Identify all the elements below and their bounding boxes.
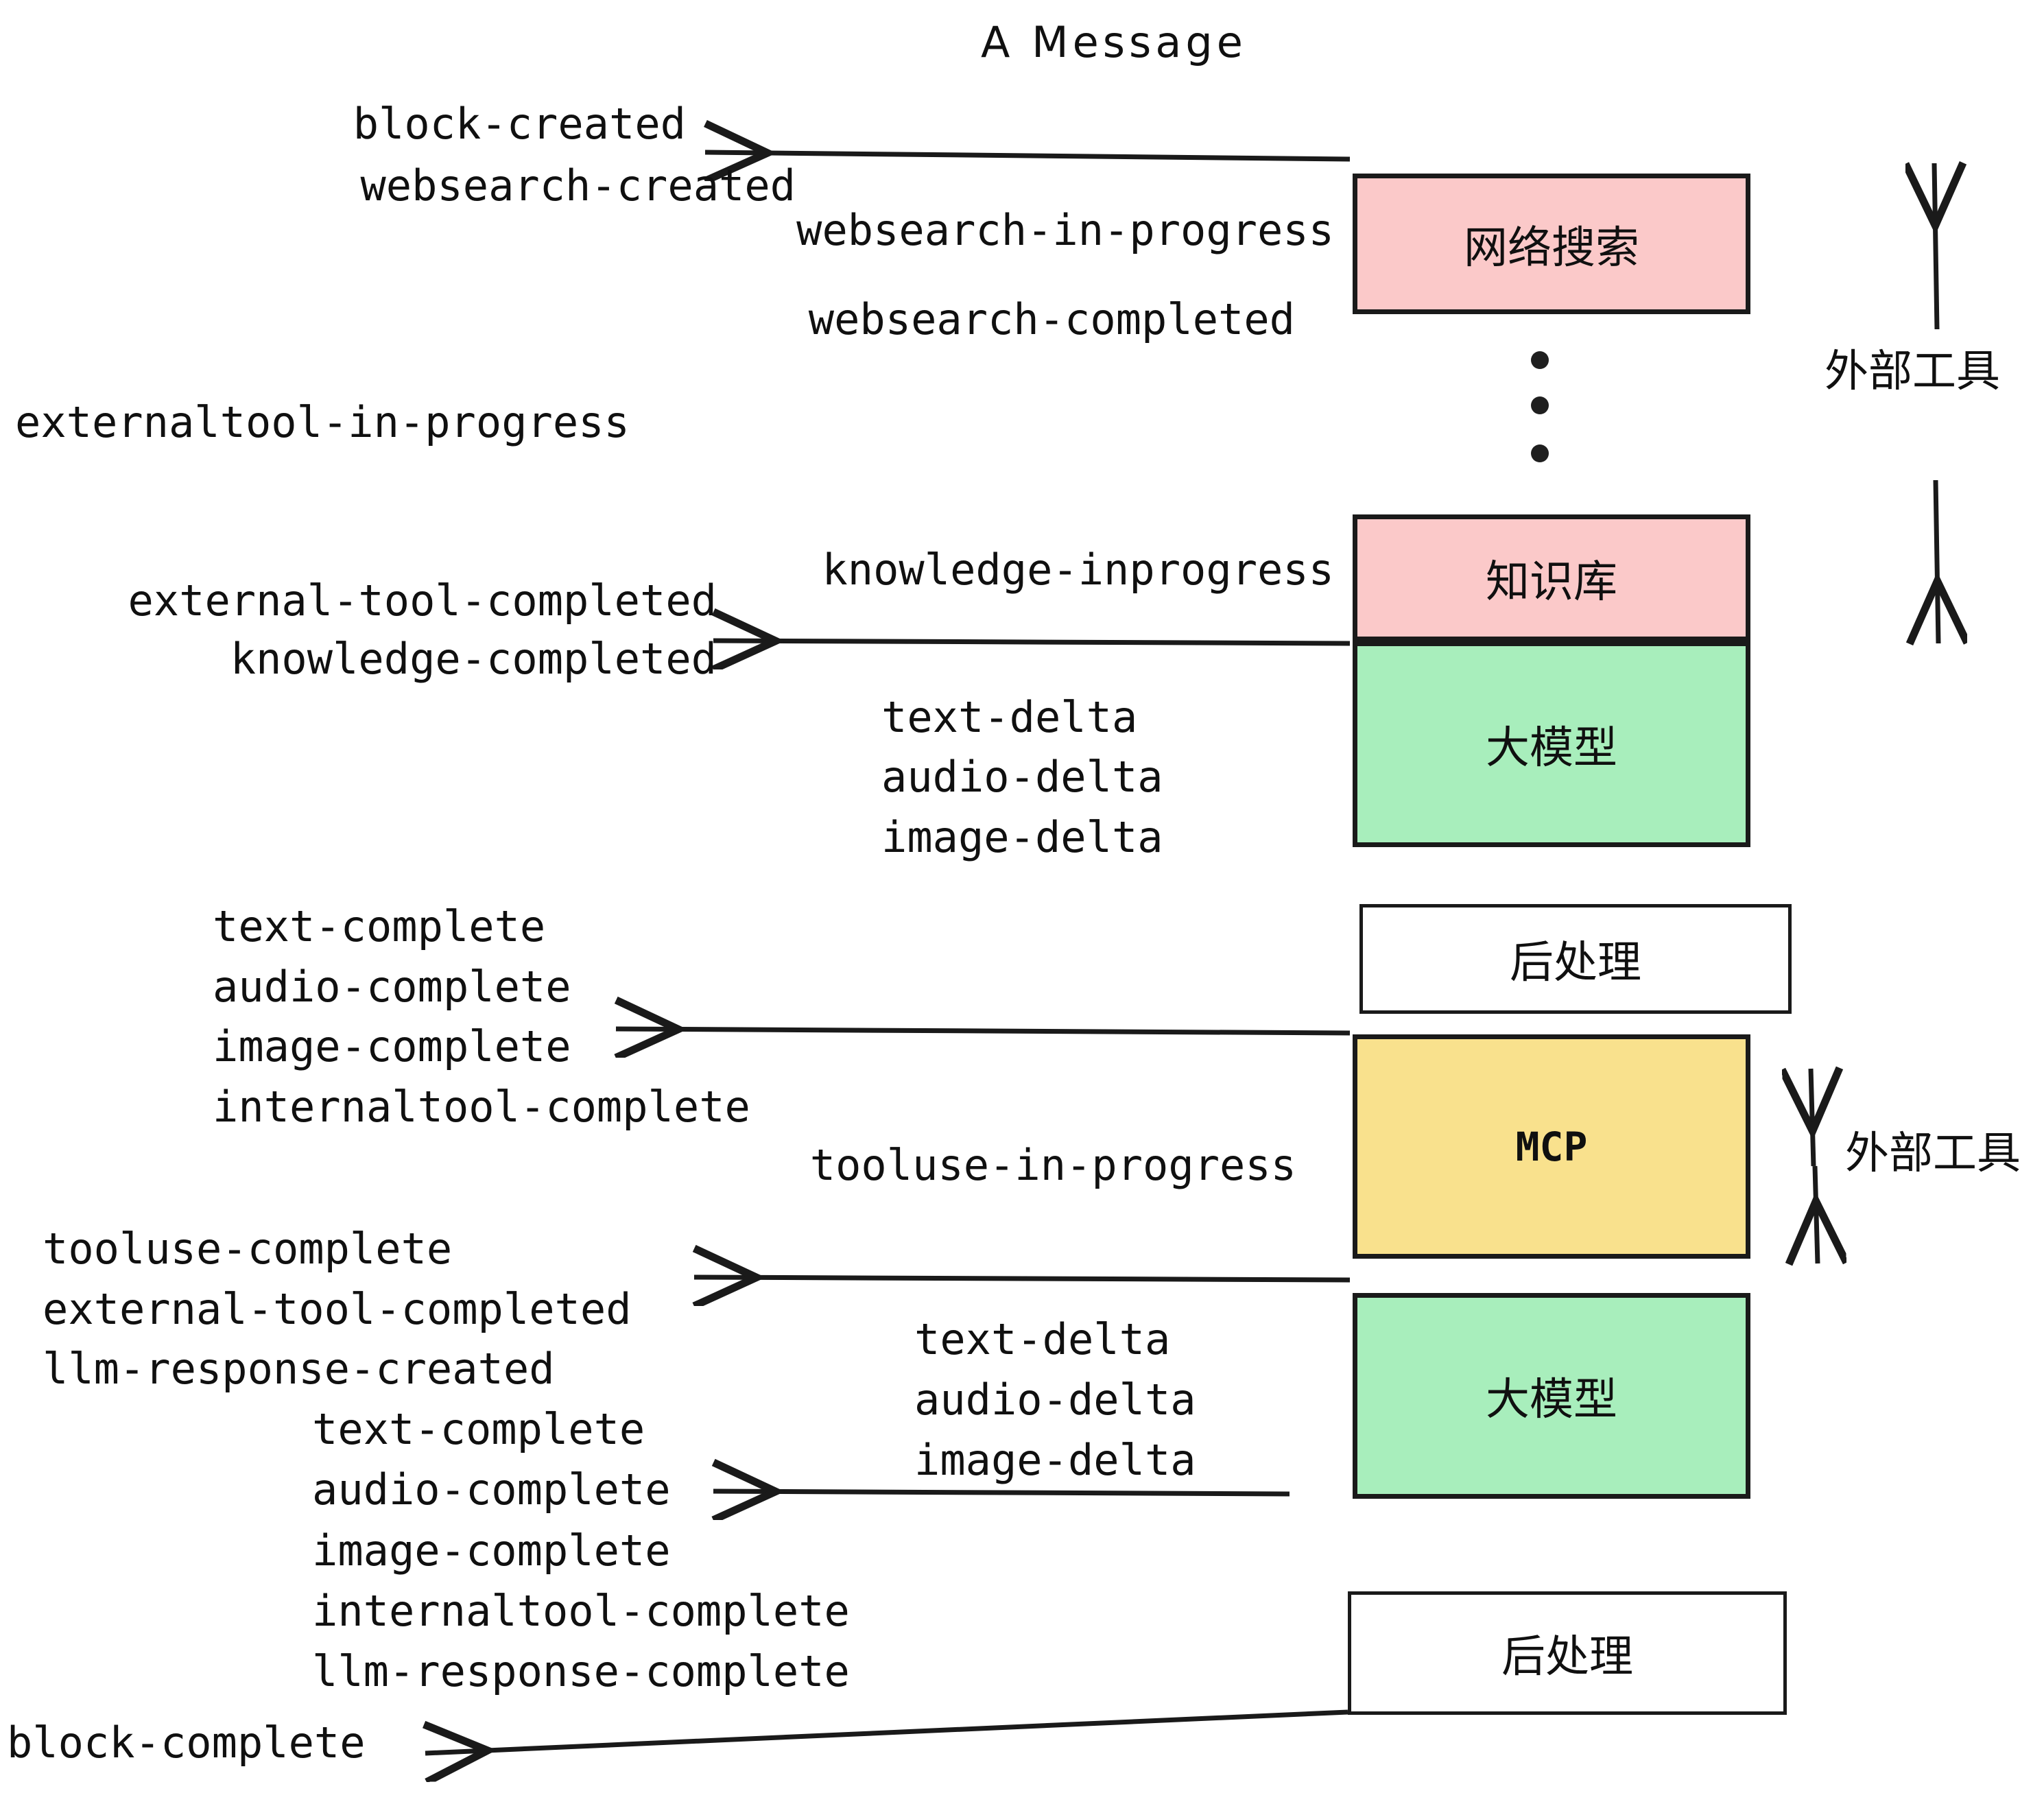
event-websearch-completed: websearch-completed	[808, 294, 1295, 344]
event-knowledge-inprogress: knowledge-inprogress	[822, 545, 1334, 595]
arrow-image-complete	[616, 1029, 1351, 1033]
event-audio-delta-1: audio-delta	[881, 752, 1163, 802]
arrow-tooluse-complete	[694, 1277, 1351, 1280]
event-image-delta-2: image-delta	[914, 1435, 1196, 1485]
node-postprocess-top-label: 后处理	[1510, 938, 1641, 988]
event-block-created: block-created	[353, 99, 686, 149]
diagram-title: A Message	[981, 17, 1247, 67]
event-llm-response-complete: llm-response-complete	[312, 1646, 850, 1696]
node-postprocess-bottom[interactable]: 后处理	[1348, 1591, 1787, 1715]
event-text-delta-1: text-delta	[881, 692, 1138, 742]
ellipsis-dot-2	[1531, 396, 1549, 414]
arrow-external-tools-top-up	[1934, 163, 1937, 330]
node-knowledgebase[interactable]: 知识库	[1353, 514, 1750, 641]
node-knowledgebase-label: 知识库	[1486, 556, 1617, 608]
arrow-block-complete	[425, 1709, 1348, 1753]
arrow-external-tools-bottom-up	[1811, 1069, 1814, 1167]
event-knowledge-completed: knowledge-completed	[230, 634, 717, 684]
event-tooluse-complete: tooluse-complete	[43, 1224, 453, 1274]
event-image-complete-1: image-complete	[213, 1021, 571, 1071]
event-text-delta-2: text-delta	[914, 1314, 1171, 1364]
event-audio-delta-2: audio-delta	[914, 1375, 1196, 1425]
node-llm-bottom[interactable]: 大模型	[1353, 1293, 1750, 1499]
event-internaltool-complete-1: internaltool-complete	[213, 1082, 750, 1132]
ellipsis-dot-3	[1531, 444, 1549, 462]
event-text-complete-1: text-complete	[213, 901, 546, 951]
node-websearch-label: 网络搜索	[1464, 222, 1639, 274]
event-text-complete-2: text-complete	[312, 1404, 645, 1454]
label-external-tools-top: 外部工具	[1825, 346, 2000, 397]
arrow-external-tools-bottom-down	[1815, 1165, 1818, 1263]
node-mcp[interactable]: MCP	[1353, 1034, 1750, 1259]
event-image-complete-2: image-complete	[312, 1526, 671, 1576]
node-postprocess-bottom-label: 后处理	[1501, 1632, 1633, 1683]
event-block-complete: block-complete	[7, 1718, 366, 1768]
node-postprocess-top[interactable]: 后处理	[1359, 904, 1792, 1014]
arrow-knowledge-completed	[713, 641, 1351, 643]
event-image-delta-1: image-delta	[881, 812, 1163, 862]
event-llm-response-created: llm-response-created	[43, 1344, 555, 1394]
node-mcp-label: MCP	[1515, 1123, 1588, 1170]
arrow-websearch-created	[705, 152, 1351, 159]
ellipsis-dot-1	[1531, 351, 1549, 369]
node-llm-top[interactable]: 大模型	[1353, 641, 1750, 847]
event-audio-complete-2: audio-complete	[312, 1464, 671, 1515]
event-externaltool-in-progress: externaltool-in-progress	[15, 397, 630, 447]
node-llm-bottom-label: 大模型	[1486, 1375, 1617, 1425]
arrow-audio-complete	[713, 1491, 1290, 1494]
label-external-tools-bottom: 外部工具	[1845, 1128, 2021, 1179]
event-websearch-created: websearch-created	[360, 161, 796, 211]
event-internaltool-complete-2: internaltool-complete	[312, 1586, 850, 1636]
event-external-tool-completed-2: external-tool-completed	[43, 1284, 632, 1334]
event-external-tool-completed-1: external-tool-completed	[128, 575, 717, 626]
event-tooluse-in-progress: tooluse-in-progress	[809, 1140, 1296, 1190]
node-websearch[interactable]: 网络搜索	[1353, 174, 1750, 314]
node-llm-top-label: 大模型	[1486, 723, 1617, 774]
arrow-external-tools-top-down	[1936, 479, 1938, 643]
event-websearch-in-progress: websearch-in-progress	[796, 205, 1334, 255]
event-audio-complete-1: audio-complete	[213, 962, 571, 1012]
